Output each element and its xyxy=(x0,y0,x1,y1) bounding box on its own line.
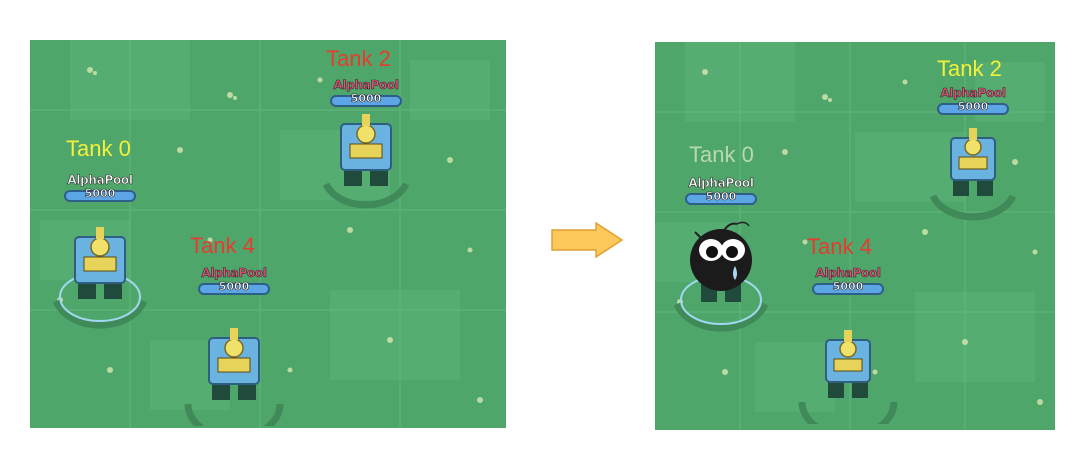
health-bar xyxy=(330,95,402,107)
tank-2-label: Tank 2 xyxy=(326,46,391,71)
transition-arrow-icon xyxy=(551,222,624,258)
tank-icon xyxy=(798,330,898,424)
tank-2-unit[interactable]: AlphaPool 5000 xyxy=(316,78,416,238)
tank-0-unit[interactable]: AlphaPool 5000 xyxy=(50,173,150,333)
tank-icon xyxy=(929,128,1017,221)
tank-0-label: Tank 0 xyxy=(66,136,131,161)
health-bar xyxy=(812,283,884,295)
player-name: AlphaPool xyxy=(940,86,1006,101)
tank-icon xyxy=(322,114,410,209)
tank-icon xyxy=(184,328,284,426)
player-name: AlphaPool xyxy=(201,266,267,281)
tank-2-unit[interactable]: AlphaPool 5000 xyxy=(923,86,1023,246)
health-value: 5000 xyxy=(705,190,737,204)
health-bar xyxy=(937,103,1009,115)
tank-4-unit[interactable]: AlphaPool 5000 xyxy=(184,266,284,426)
tank-icon xyxy=(52,227,148,329)
health-value: 5000 xyxy=(84,187,116,201)
health-bar xyxy=(198,283,270,295)
health-value: 5000 xyxy=(957,100,989,114)
health-bar xyxy=(64,190,136,202)
health-value: 5000 xyxy=(350,92,382,106)
grass-background xyxy=(30,40,506,428)
tank-4-label: Tank 4 xyxy=(190,233,255,258)
health-value: 5000 xyxy=(218,280,250,294)
player-name: AlphaPool xyxy=(67,173,133,188)
player-name: AlphaPool xyxy=(688,176,754,191)
player-name: AlphaPool xyxy=(815,266,881,281)
tank-4-label: Tank 4 xyxy=(807,234,872,259)
tank-0-label: Tank 0 xyxy=(689,142,754,167)
player-name: AlphaPool xyxy=(333,78,399,93)
bomb-icon xyxy=(690,221,752,291)
tank-0-unit[interactable]: AlphaPool 5000 xyxy=(671,176,771,336)
health-bar xyxy=(685,193,757,205)
health-value: 5000 xyxy=(832,280,864,294)
tank-4-unit[interactable]: AlphaPool 5000 xyxy=(798,266,898,426)
left-game-panel: Tank 2 AlphaPool 5000 Tank 0 AlphaPool 5… xyxy=(30,40,506,428)
right-game-panel: Tank 2 AlphaPool 5000 Tank 0 AlphaPool 5… xyxy=(655,42,1055,430)
tank-2-label: Tank 2 xyxy=(937,56,1002,81)
